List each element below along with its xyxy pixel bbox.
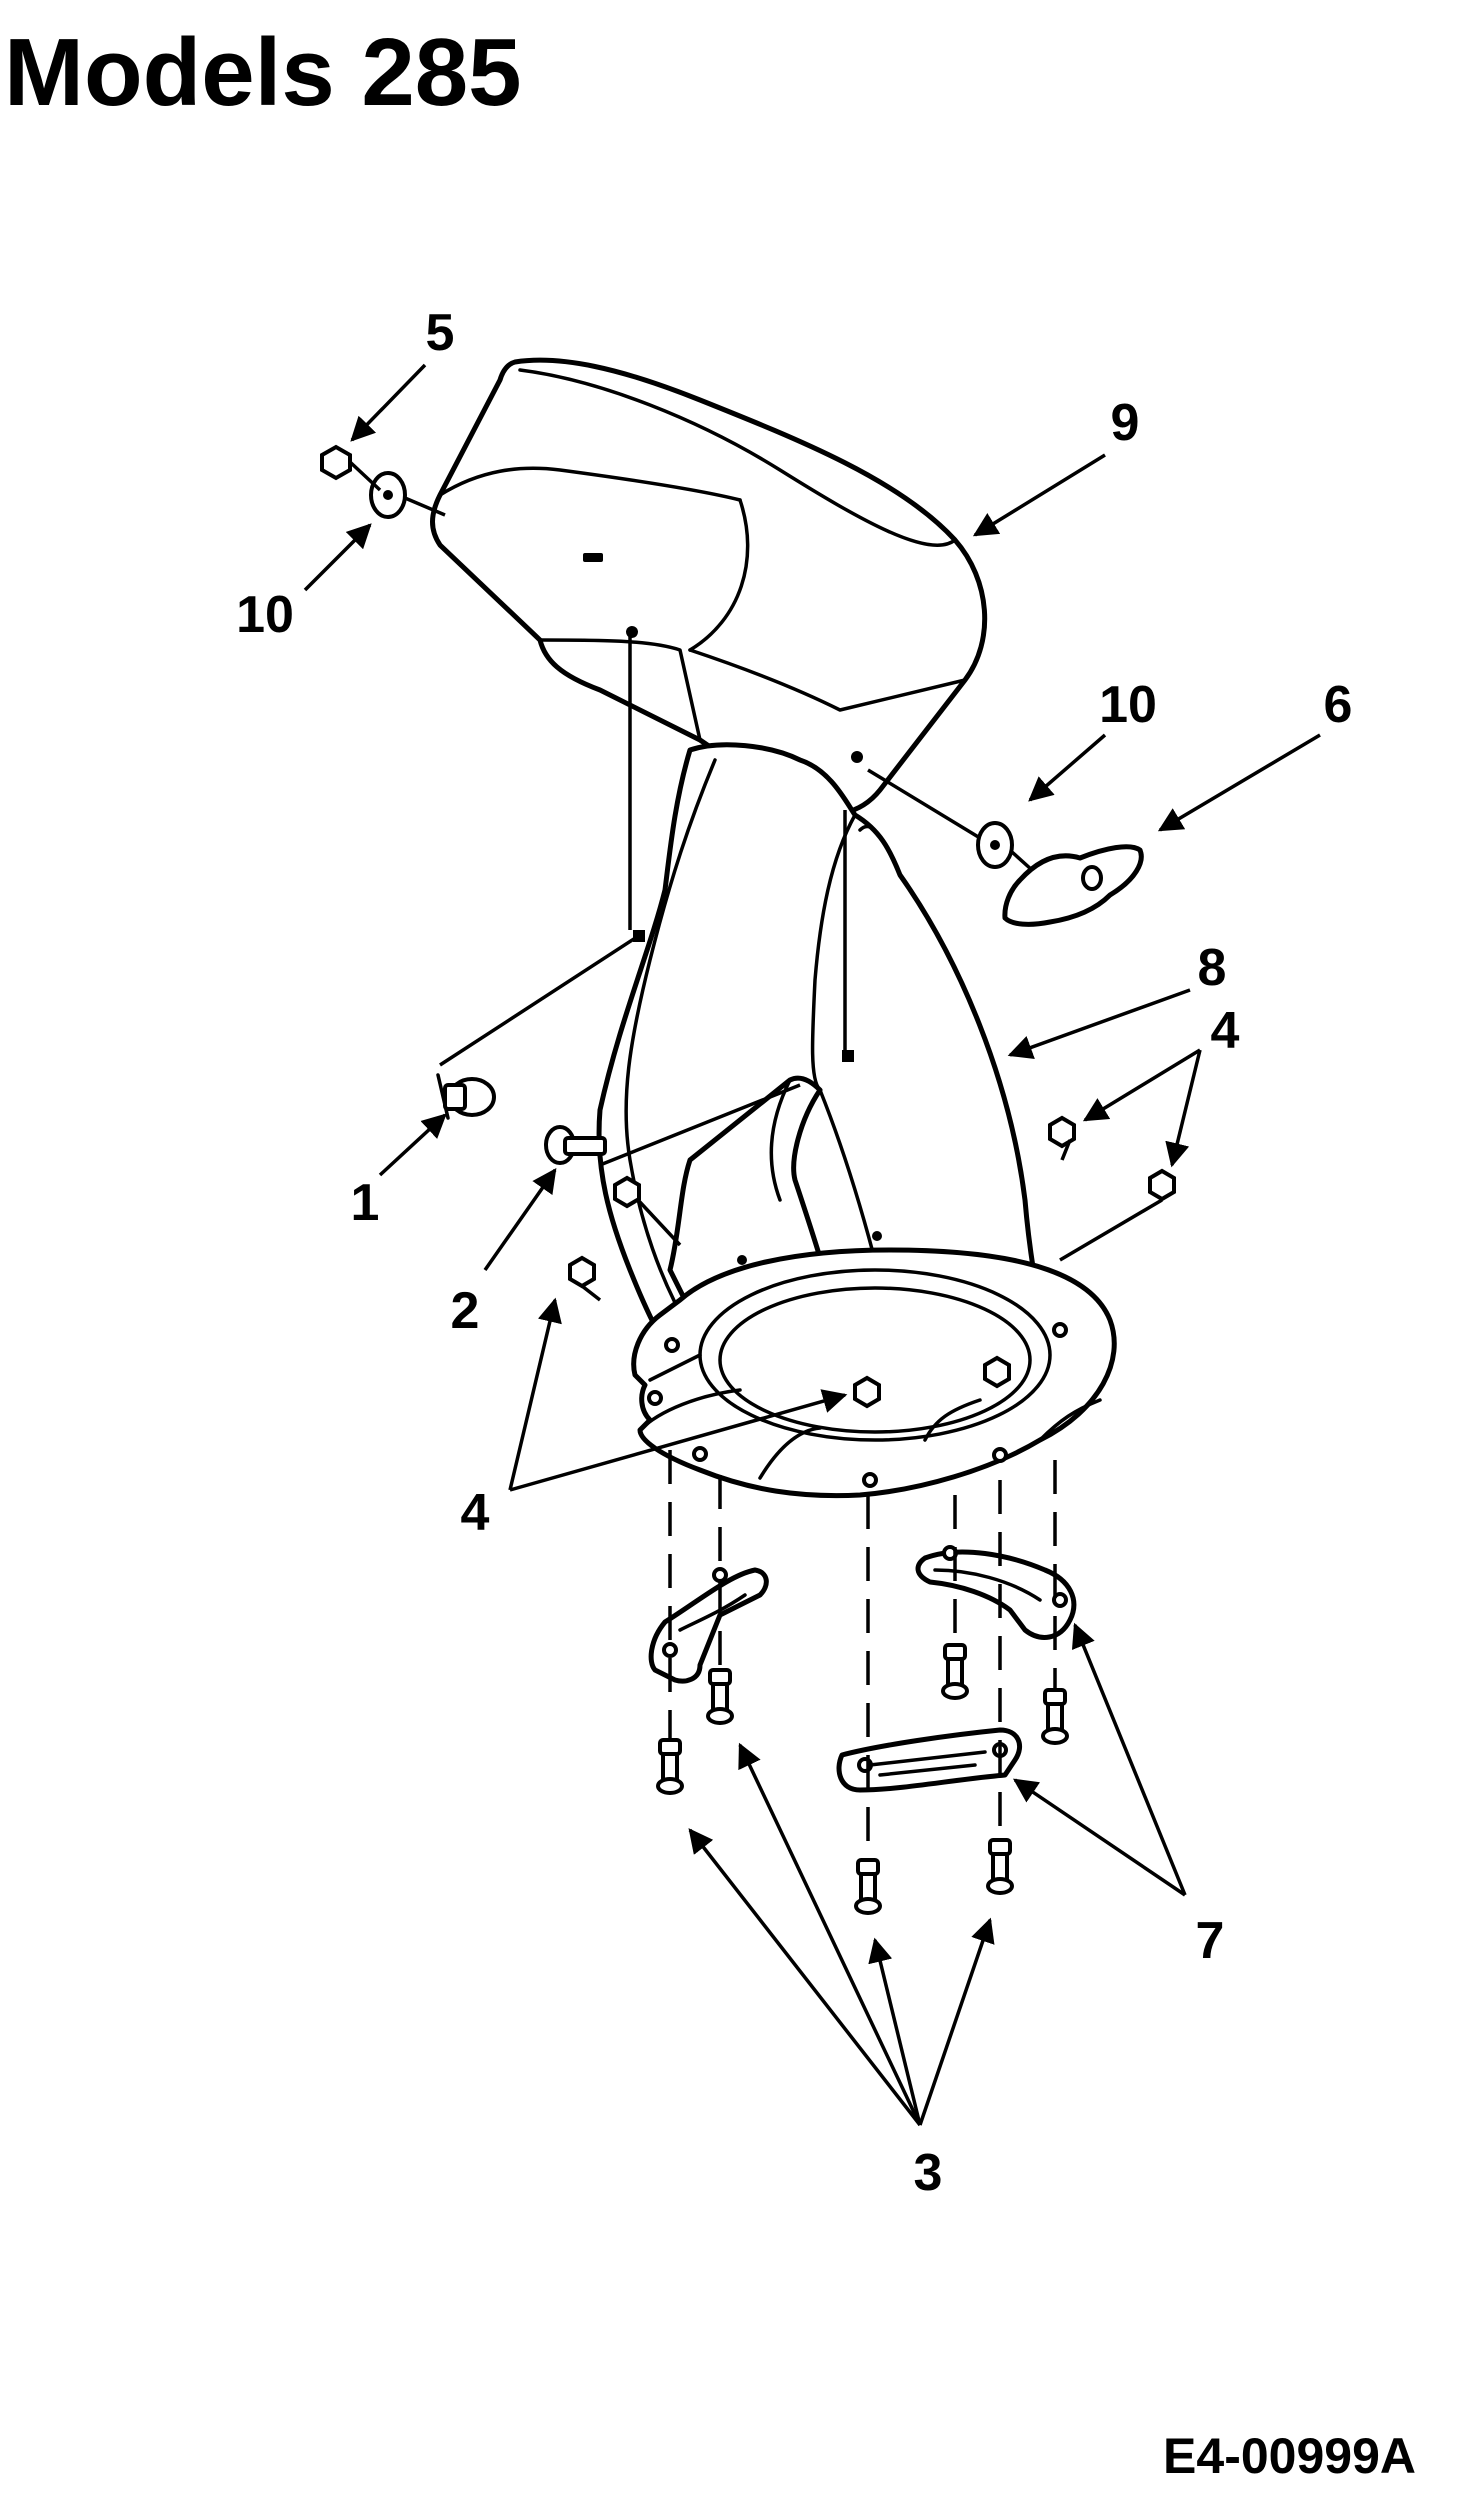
part-6-wing-knob: [1002, 844, 1144, 927]
callout-2: 2: [451, 1282, 480, 1340]
callout-4: 4: [1211, 1002, 1240, 1060]
part-9-deflector: [430, 357, 988, 817]
diagram-code: E4-00999A: [1163, 2428, 1416, 2484]
callout-arrows: [303, 363, 1321, 2127]
callout-6: 6: [1324, 676, 1353, 734]
part-2-bolt: [544, 1125, 607, 1165]
alignment-dashed-lines: [668, 1450, 1057, 1860]
callout-8: 8: [1198, 939, 1227, 997]
callout-10: 10: [236, 586, 294, 644]
part-4-hex-nuts: [568, 1115, 1176, 1409]
part-10-washers: [369, 471, 1014, 869]
callout-5: 5: [426, 304, 455, 362]
callout-7: 7: [1196, 1912, 1225, 1970]
part-7-keeper-brackets: [648, 1545, 1077, 1793]
callout-4: 4: [461, 1484, 490, 1542]
callout-1: 1: [351, 1174, 380, 1232]
part-5-nut: [320, 444, 352, 481]
part-3-bolts: [656, 1643, 1069, 1915]
chute-base-flange: [631, 1247, 1117, 1499]
page-title: Models 285: [4, 19, 522, 126]
part-1-carriage-bolt: [436, 1073, 496, 1120]
callout-3: 3: [914, 2144, 943, 2202]
callout-labels: 5 10 9 10 6 8 4 1 2 4 7 3: [236, 304, 1352, 2202]
callout-9: 9: [1111, 394, 1140, 452]
callout-10: 10: [1099, 676, 1157, 734]
assembly-lines: [348, 460, 1163, 1302]
